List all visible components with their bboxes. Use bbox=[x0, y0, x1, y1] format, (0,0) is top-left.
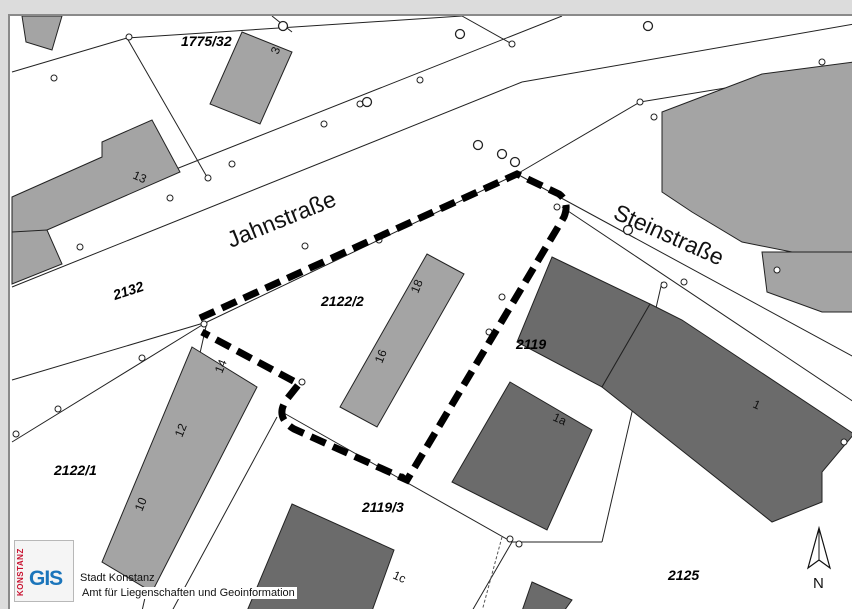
cadastral-map[interactable]: 1775/32 2132 2122/2 2119 2122/1 2119/3 2… bbox=[8, 14, 852, 609]
map-canvas: 1775/32 2132 2122/2 2119 2122/1 2119/3 2… bbox=[11, 16, 852, 609]
house-number-16: 16 bbox=[372, 347, 390, 365]
north-label: N bbox=[813, 575, 824, 592]
parcel-label-2119-3: 2119/3 bbox=[361, 499, 404, 515]
building-3[interactable] bbox=[209, 31, 293, 125]
logo-konstanz-text: KONSTANZ bbox=[16, 548, 25, 596]
dashed-boundary bbox=[482, 536, 503, 609]
buildings-light bbox=[11, 16, 852, 593]
boundary-points bbox=[12, 33, 848, 548]
building-1[interactable] bbox=[601, 303, 852, 523]
house-number-13: 13 bbox=[131, 168, 149, 186]
logo-gis-text: GIS bbox=[29, 567, 63, 590]
building-ne[interactable] bbox=[661, 61, 852, 253]
house-number-1c: 1c bbox=[391, 568, 408, 586]
house-number-18: 18 bbox=[408, 277, 426, 295]
parcel-label-1775: 1775/32 bbox=[181, 33, 232, 49]
parcel-label-2125: 2125 bbox=[667, 567, 699, 583]
building-16-18[interactable] bbox=[339, 253, 465, 428]
logo-department: Amt für Liegenschaften und Geoinformatio… bbox=[80, 587, 297, 599]
buildings-dark bbox=[247, 256, 852, 609]
gis-logo: KONSTANZ GIS Stadt Konstanz Amt für Lieg… bbox=[14, 540, 332, 606]
building-1a[interactable] bbox=[451, 381, 593, 531]
survey-marks bbox=[277, 20, 654, 236]
house-number-12: 12 bbox=[172, 421, 190, 439]
house-number-10: 10 bbox=[132, 495, 150, 513]
parcel-label-2122-2: 2122/2 bbox=[320, 293, 364, 309]
parcel-outline[interactable] bbox=[198, 170, 570, 485]
building-1c[interactable] bbox=[247, 503, 395, 609]
house-number-14: 14 bbox=[212, 357, 230, 375]
north-arrow-icon: N bbox=[806, 525, 832, 592]
house-number-3: 3 bbox=[268, 44, 284, 56]
jahnstrasse-road bbox=[12, 16, 852, 380]
parcel-label-2119: 2119 bbox=[515, 336, 546, 352]
north-arrow: N bbox=[804, 524, 834, 594]
house-number-1a: 1a bbox=[551, 410, 569, 428]
parcel-label-2122-1: 2122/1 bbox=[53, 462, 97, 478]
logo-city: Stadt Konstanz bbox=[80, 572, 155, 584]
logo-emblem: KONSTANZ GIS bbox=[14, 540, 74, 602]
